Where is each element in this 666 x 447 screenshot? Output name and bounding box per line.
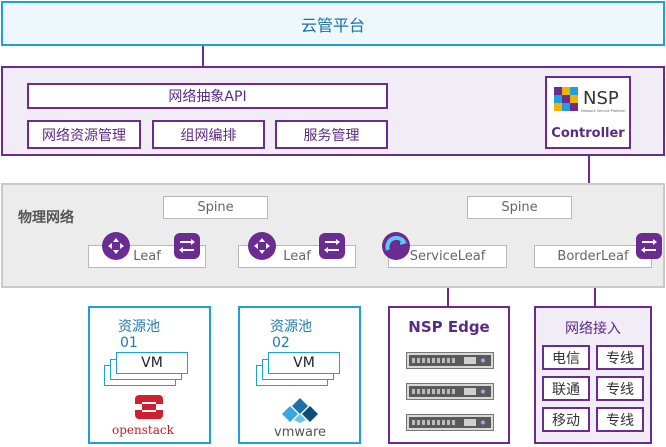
leaf-label: BorderLeaf xyxy=(557,249,629,264)
vm-box: VM xyxy=(268,352,340,374)
leaf-label: Leaf xyxy=(133,249,161,264)
nsp-edge-title: NSP Edge xyxy=(408,318,490,336)
cloud-platform-bar: 云管平台 xyxy=(1,1,665,46)
vmware-logo-icon xyxy=(282,398,318,423)
module-label: 网络资源管理 xyxy=(42,127,126,144)
leaf-label: Leaf xyxy=(283,249,311,264)
nsp-edge-box: NSP Edge xyxy=(388,306,510,444)
dedicated-line-cell: 专线 xyxy=(596,376,644,401)
access-cell-label: 电信 xyxy=(552,350,580,367)
switch-icon xyxy=(174,233,200,259)
pool-title: 资源池 xyxy=(270,319,312,335)
switch-icon xyxy=(319,233,345,259)
access-cell-label: 专线 xyxy=(606,350,634,367)
network-abstraction-api-box: 网络抽象API xyxy=(27,83,388,109)
nsp-logo-text: NSP xyxy=(583,88,619,109)
access-cell-label: 移动 xyxy=(552,412,580,429)
module-orchestration: 组网编排 xyxy=(152,120,265,149)
spine-switch-2: Spine xyxy=(467,196,572,219)
pool-number: 02 xyxy=(272,335,290,351)
nsp-cube-logo xyxy=(554,87,578,111)
switch-icon xyxy=(636,233,662,259)
vm-box: VM xyxy=(116,352,188,374)
pool-number: 01 xyxy=(120,335,138,351)
router-icon xyxy=(248,232,276,260)
nsp-logo-subtext: Network Service Platform xyxy=(581,109,626,113)
spine-label: Spine xyxy=(197,200,234,215)
pool-title: 资源池 xyxy=(118,319,160,335)
edge-appliance-icon xyxy=(406,383,494,400)
dedicated-line-cell: 专线 xyxy=(596,345,644,370)
access-cell-label: 专线 xyxy=(606,381,634,398)
api-label: 网络抽象API xyxy=(168,89,247,105)
module-resource-management: 网络资源管理 xyxy=(27,120,141,149)
router-icon xyxy=(102,232,130,260)
edge-appliance-icon xyxy=(406,352,494,369)
controller-label: Controller xyxy=(551,126,625,141)
spine-switch-1: Spine xyxy=(163,196,268,219)
service-node-icon xyxy=(381,231,411,261)
leaf-label: ServiceLeaf xyxy=(409,249,486,264)
spine-label: Spine xyxy=(501,200,538,215)
service-leaf-switch: ServiceLeaf xyxy=(388,245,507,268)
module-label: 组网编排 xyxy=(180,127,237,144)
resource-pool-01: 资源池 01 VM openstack xyxy=(88,306,211,444)
vmware-logo-text: vmware xyxy=(274,425,327,440)
access-cell-label: 专线 xyxy=(606,412,634,429)
vm-label: VM xyxy=(293,355,315,371)
openstack-logo-icon xyxy=(135,395,163,419)
network-access-title: 网络接入 xyxy=(565,321,621,337)
carrier-cell: 电信 xyxy=(542,345,590,370)
resource-pool-02: 资源池 02 VM vmware xyxy=(238,306,361,444)
nsp-controller-box: NSP Network Service Platform Controller xyxy=(545,76,631,149)
openstack-logo-text: openstack xyxy=(112,423,174,437)
network-access-box: 网络接入 电信专线联通专线移动专线 xyxy=(534,306,652,444)
border-leaf-switch: BorderLeaf xyxy=(534,245,652,268)
edge-appliance-icon xyxy=(406,414,494,431)
carrier-cell: 移动 xyxy=(542,407,590,432)
carrier-cell: 联通 xyxy=(542,376,590,401)
dedicated-line-cell: 专线 xyxy=(596,407,644,432)
module-label: 服务管理 xyxy=(303,127,360,144)
module-service-management: 服务管理 xyxy=(275,120,388,149)
cloud-platform-title: 云管平台 xyxy=(300,15,365,35)
access-cell-label: 联通 xyxy=(552,381,580,398)
vm-label: VM xyxy=(141,355,163,371)
physical-network-title: 物理网络 xyxy=(18,210,74,226)
